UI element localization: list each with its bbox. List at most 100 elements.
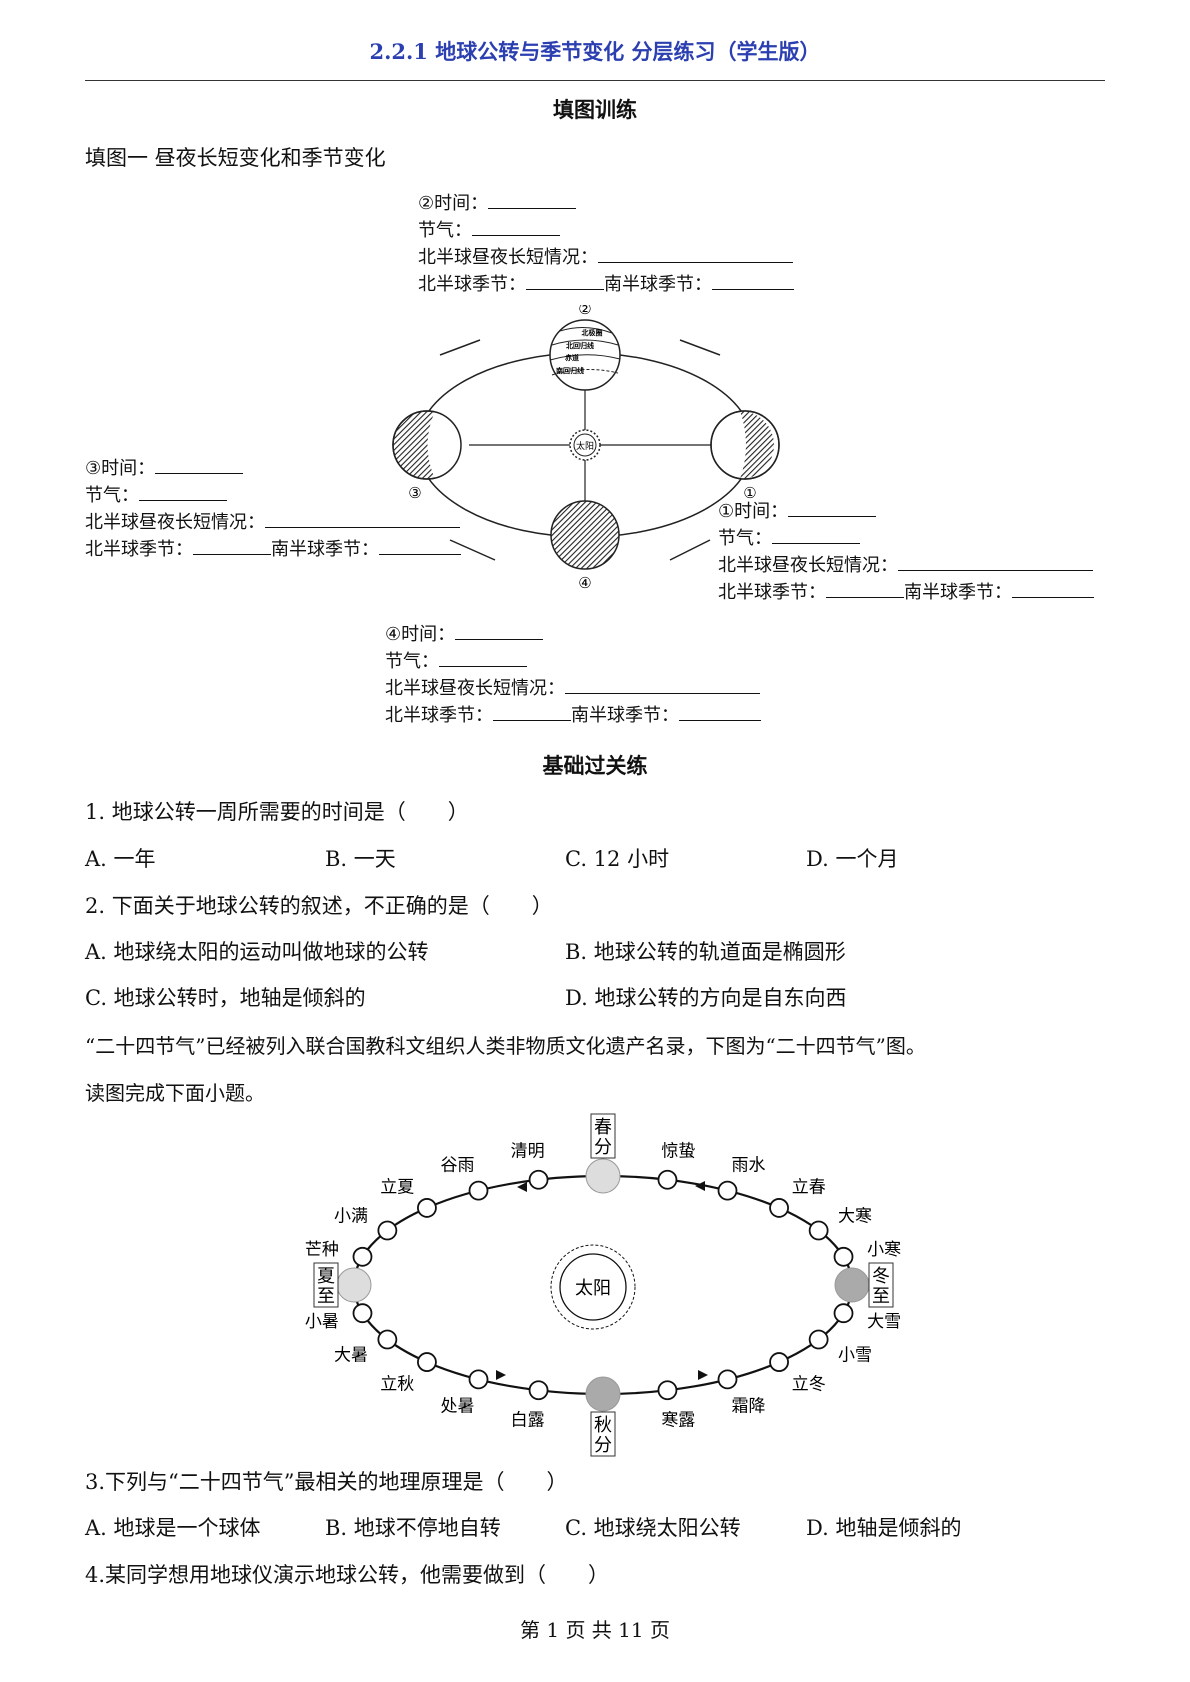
blank[interactable] bbox=[788, 498, 877, 517]
term-label: 霜降 bbox=[732, 1396, 766, 1416]
solar-term-8: 大暑 bbox=[334, 1329, 398, 1366]
blank[interactable] bbox=[379, 536, 461, 555]
option-1d[interactable]: D. 一个月 bbox=[806, 847, 899, 871]
term-label: 寒露 bbox=[661, 1410, 695, 1430]
section-title-fill: 填图训练 bbox=[553, 98, 637, 122]
label: ①时间： bbox=[718, 501, 789, 522]
term-label: 谷雨 bbox=[441, 1156, 475, 1176]
blank[interactable] bbox=[898, 552, 1093, 571]
blank[interactable] bbox=[155, 455, 244, 474]
solar-term-21: 立春 bbox=[769, 1178, 826, 1218]
solar-term-4: 小满 bbox=[334, 1207, 398, 1241]
sun-icon: 太阳 bbox=[569, 429, 601, 461]
term-label: 立秋 bbox=[380, 1374, 414, 1394]
option-2c[interactable]: C. 地球公转时，地轴是倾斜的 bbox=[85, 986, 366, 1010]
term-label: 芒种 bbox=[305, 1240, 339, 1260]
solar-term-11: 白露 bbox=[511, 1380, 549, 1430]
term-box bbox=[590, 1113, 616, 1159]
blank[interactable] bbox=[526, 271, 604, 290]
option-1b[interactable]: B. 一天 bbox=[325, 847, 396, 871]
option-3d[interactable]: D. 地轴是倾斜的 bbox=[806, 1516, 962, 1540]
term-label-char: 分 bbox=[594, 1137, 612, 1158]
label: 北半球昼夜长短情况： bbox=[85, 512, 265, 533]
blank[interactable] bbox=[1012, 579, 1094, 598]
direction-arrow bbox=[496, 1370, 506, 1380]
label: 南半球季节： bbox=[271, 539, 379, 560]
question-4-stem: 4.某同学想用地球仪演示地球公转，他需要做到（ ） bbox=[85, 1563, 610, 1587]
blank[interactable] bbox=[472, 217, 560, 236]
solar-term-9: 立秋 bbox=[380, 1352, 437, 1394]
blank[interactable] bbox=[493, 702, 571, 721]
position-label: ① bbox=[743, 484, 756, 502]
label: 北半球昼夜长短情况： bbox=[718, 555, 898, 576]
direction-arrow bbox=[698, 1370, 708, 1380]
term-box bbox=[590, 1411, 616, 1457]
term-label: 雨水 bbox=[732, 1156, 766, 1176]
term-label-char: 秋 bbox=[594, 1415, 612, 1436]
term-label: 白露 bbox=[511, 1410, 545, 1430]
blank[interactable] bbox=[455, 621, 544, 640]
solar-term-2: 谷雨 bbox=[441, 1156, 489, 1201]
fill-block-4: ④时间： 节气： 北半球昼夜长短情况： 北半球季节：南半球季节： bbox=[385, 621, 761, 729]
blank[interactable] bbox=[679, 702, 761, 721]
solar-term-12: 秋分 bbox=[585, 1376, 621, 1457]
term-label-char: 分 bbox=[594, 1435, 612, 1456]
option-2a[interactable]: A. 地球绕太阳的运动叫做地球的公转 bbox=[85, 940, 429, 964]
solar-term-15: 立冬 bbox=[769, 1352, 826, 1394]
blank[interactable] bbox=[488, 190, 577, 209]
option-3c[interactable]: C. 地球绕太阳公转 bbox=[565, 1516, 741, 1540]
term-label: 立夏 bbox=[380, 1178, 414, 1198]
blank[interactable] bbox=[193, 536, 271, 555]
label: 南半球季节： bbox=[571, 705, 679, 726]
blank[interactable] bbox=[598, 244, 793, 263]
term-label: 大寒 bbox=[838, 1207, 872, 1227]
label: 北半球季节： bbox=[718, 582, 826, 603]
option-2b[interactable]: B. 地球公转的轨道面是椭圆形 bbox=[565, 940, 846, 964]
blank[interactable] bbox=[139, 482, 227, 501]
term-label: 大雪 bbox=[867, 1312, 901, 1332]
solar-term-14: 霜降 bbox=[717, 1369, 766, 1416]
term-label: 小暑 bbox=[305, 1312, 339, 1332]
question-3-stem: 3.下列与“二十四节气”最相关的地理原理是（ ） bbox=[85, 1470, 568, 1494]
blank[interactable] bbox=[439, 648, 527, 667]
option-1c[interactable]: C. 12 小时 bbox=[565, 847, 670, 871]
blank[interactable] bbox=[826, 579, 904, 598]
blank[interactable] bbox=[772, 525, 860, 544]
label: ③时间： bbox=[85, 458, 156, 479]
term-marker bbox=[657, 1169, 678, 1190]
term-label-char: 春 bbox=[594, 1117, 612, 1138]
position-label: ④ bbox=[578, 574, 591, 592]
question-1-stem: 1. 地球公转一周所需要的时间是（ ） bbox=[85, 800, 469, 824]
term-marker bbox=[833, 1246, 854, 1267]
globe-4: ④ bbox=[550, 500, 620, 592]
option-3b[interactable]: B. 地球不停地自转 bbox=[325, 1516, 501, 1540]
label: 南半球季节： bbox=[904, 582, 1012, 603]
label: 北半球季节： bbox=[385, 705, 493, 726]
label: 节气： bbox=[385, 651, 439, 672]
direction-arrow bbox=[517, 1182, 527, 1192]
term-marker bbox=[717, 1369, 738, 1390]
blank[interactable] bbox=[565, 675, 760, 694]
term-label-char: 冬 bbox=[872, 1266, 890, 1287]
globe-1: ① bbox=[710, 410, 780, 502]
tropic-of-cancer-label: 北回归线 bbox=[566, 341, 594, 350]
label: 北半球季节： bbox=[85, 539, 193, 560]
term-marker bbox=[352, 1246, 373, 1267]
option-1a[interactable]: A. 一年 bbox=[85, 847, 156, 871]
globe-icon bbox=[585, 1376, 621, 1412]
term-marker bbox=[417, 1352, 437, 1372]
label: 节气： bbox=[85, 485, 139, 506]
blank[interactable] bbox=[712, 271, 794, 290]
globe-2: 北极圈 北回归线 赤道 南回归线 ② bbox=[549, 305, 621, 391]
option-3a[interactable]: A. 地球是一个球体 bbox=[85, 1516, 261, 1540]
solar-term-0: 春分 bbox=[585, 1113, 621, 1194]
section-title-basic: 基础过关练 bbox=[542, 754, 648, 778]
globe-icon bbox=[336, 1267, 372, 1303]
blank[interactable] bbox=[265, 509, 460, 528]
fill-block-3: ③时间： 节气： 北半球昼夜长短情况： 北半球季节： 南半球季节： bbox=[85, 455, 461, 563]
globe-3: ③ bbox=[392, 410, 469, 502]
solar-term-5: 芒种 bbox=[305, 1240, 373, 1267]
label: 南半球季节： bbox=[604, 274, 712, 295]
option-2d[interactable]: D. 地球公转的方向是自东向西 bbox=[565, 986, 847, 1010]
term-marker bbox=[833, 1303, 854, 1324]
